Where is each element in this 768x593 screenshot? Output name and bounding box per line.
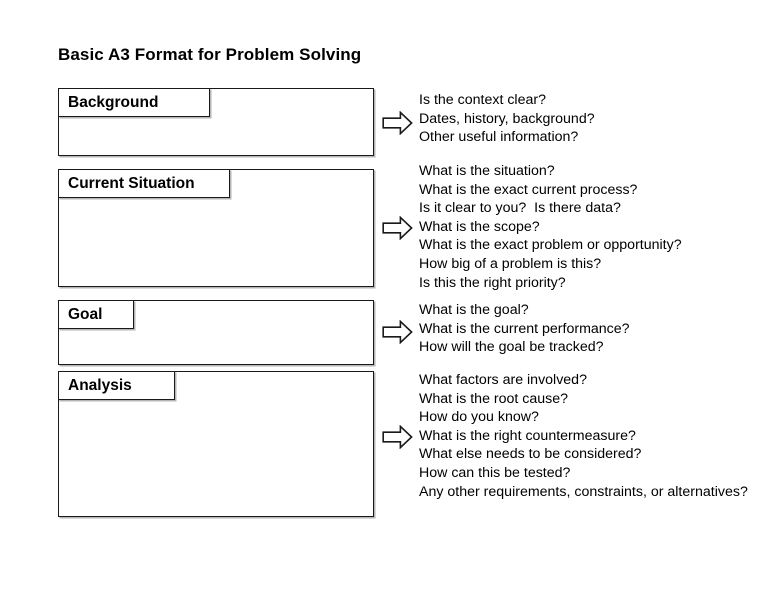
section-label-text: Goal xyxy=(68,306,103,323)
question-line: Other useful information? xyxy=(419,129,579,146)
section-label-current-situation[interactable]: Current Situation xyxy=(58,169,230,198)
question-line: How big of a problem is this? xyxy=(419,255,602,272)
question-line: What is the scope? xyxy=(419,218,540,235)
section-box-goal[interactable] xyxy=(58,300,374,365)
question-line: Is this the right priority? xyxy=(419,274,566,291)
section-label-goal[interactable]: Goal xyxy=(58,300,134,329)
right-block-arrow-icon xyxy=(382,216,413,240)
question-line: How can this be tested? xyxy=(419,464,571,481)
right-block-arrow-icon xyxy=(382,111,413,135)
section-label-text: Background xyxy=(68,94,159,111)
question-line: What is the root cause? xyxy=(419,390,569,407)
question-line: How will the goal be tracked? xyxy=(419,339,604,356)
right-block-arrow-icon xyxy=(382,425,413,449)
questions-current-situation: What is the situation? What is the exact … xyxy=(419,162,759,292)
question-line: What is the exact problem or opportunity… xyxy=(419,237,682,254)
question-line: Is the context clear? xyxy=(419,92,546,108)
section-label-text: Current Situation xyxy=(68,175,195,192)
questions-analysis: What factors are involved? What is the ro… xyxy=(419,371,759,501)
question-line: Is it clear to you? Is there data? xyxy=(419,200,621,217)
section-label-text: Analysis xyxy=(68,377,132,394)
question-line: Dates, history, background? xyxy=(419,110,595,127)
questions-background: Is the context clear? Dates, history, bac… xyxy=(419,91,759,147)
questions-goal: What is the goal? What is the current per… xyxy=(419,301,759,357)
page-title: Basic A3 Format for Problem Solving xyxy=(58,45,362,64)
question-line: What factors are involved? xyxy=(419,372,587,388)
question-line: How do you know? xyxy=(419,409,539,426)
question-line: What is the goal? xyxy=(419,302,529,318)
question-line: What is the exact current process? xyxy=(419,181,638,198)
question-line: What is the situation? xyxy=(419,163,555,179)
question-line: What is the current performance? xyxy=(419,320,630,337)
question-line: Any other requirements, constraints, or … xyxy=(419,483,748,500)
section-label-background[interactable]: Background xyxy=(58,88,210,117)
question-line: What else needs to be considered? xyxy=(419,446,642,463)
right-block-arrow-icon xyxy=(382,320,413,344)
section-label-analysis[interactable]: Analysis xyxy=(58,371,175,400)
question-line: What is the right countermeasure? xyxy=(419,427,636,444)
